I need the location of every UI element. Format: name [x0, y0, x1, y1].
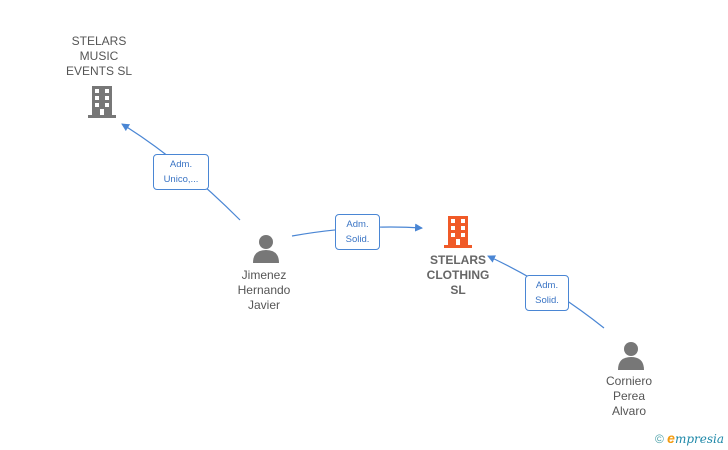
building-icon[interactable] — [86, 85, 118, 119]
building-icon[interactable] — [442, 215, 474, 249]
node-label-line: EVENTS SL — [65, 64, 133, 78]
node-label-line: Javier — [247, 298, 280, 312]
edge-label-jimenez-to-clothing[interactable]: Adm. Solid. — [335, 214, 380, 250]
empresia-watermark: © empresia — [655, 430, 724, 446]
node-label-jimenez: Jimenez Hernando Javier — [224, 268, 304, 313]
node-label-line: SL — [450, 283, 466, 297]
edge-label-line: Unico,... — [163, 174, 199, 185]
node-label-corniero: Corniero Perea Alvaro — [589, 374, 669, 419]
node-label-line: STELARS — [71, 34, 127, 48]
brand-initial: e — [667, 430, 675, 446]
edge-label-line: Solid. — [345, 234, 370, 245]
node-label-line: STELARS — [429, 253, 486, 267]
person-icon[interactable] — [252, 233, 280, 263]
edge-label-corniero-to-clothing[interactable]: Adm. Solid. — [525, 275, 569, 311]
node-label-stelars-music: STELARS MUSIC EVENTS SL — [59, 34, 139, 79]
edge-label-line: Adm. — [346, 219, 369, 230]
node-label-line: CLOTHING — [426, 268, 490, 282]
brand-name: mpresia — [674, 432, 724, 446]
person-icon[interactable] — [617, 340, 645, 370]
edge-label-jimenez-to-music[interactable]: Adm. Unico,... — [153, 154, 209, 190]
edge-label-line: Adm. — [169, 159, 193, 170]
node-label-line: Hernando — [237, 283, 291, 297]
node-label-line: Alvaro — [611, 404, 646, 418]
edge-label-line: Adm. — [535, 280, 559, 291]
node-label-line: Jimenez — [241, 268, 287, 282]
node-label-stelars-clothing: STELARS CLOTHING SL — [413, 253, 503, 298]
node-label-line: MUSIC — [79, 49, 119, 63]
node-label-line: Perea — [612, 389, 646, 403]
copyright-symbol: © — [654, 432, 664, 446]
node-label-line: Corniero — [605, 374, 653, 388]
edge-label-line: Solid. — [535, 295, 559, 306]
